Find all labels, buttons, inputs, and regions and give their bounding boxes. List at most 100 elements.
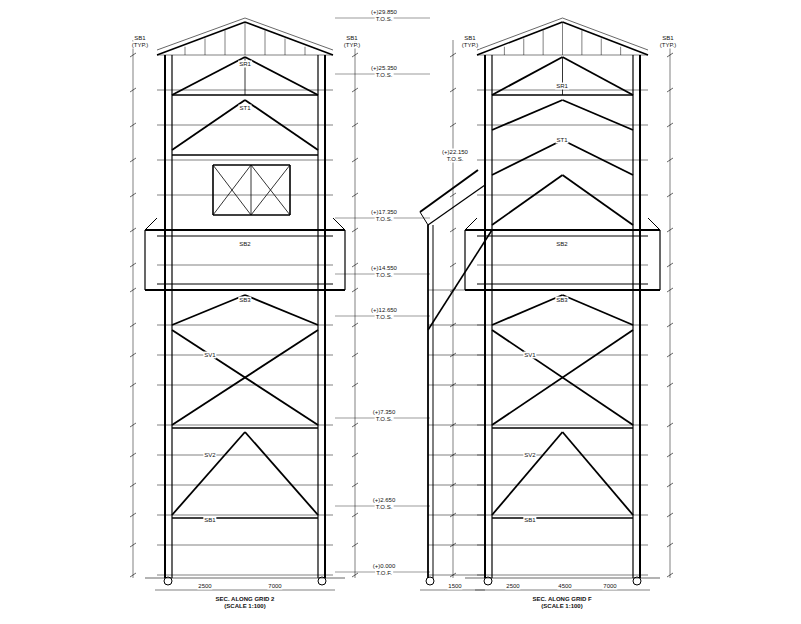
level-mark: T.O.S. <box>446 156 465 163</box>
steel-member <box>428 290 485 291</box>
steel-member <box>157 575 333 576</box>
steel-member <box>145 578 345 579</box>
level-mark: (+)0.000 <box>372 563 397 570</box>
dimension: 1500 <box>447 583 462 590</box>
steel-member <box>157 485 333 486</box>
steel-member <box>477 455 648 456</box>
steel-member <box>563 18 649 50</box>
steel-member <box>563 432 634 515</box>
note: (TYP.) <box>659 42 678 49</box>
steel-member <box>355 40 356 578</box>
member-mark: ST1 <box>555 137 568 144</box>
member-mark: SR1 <box>555 83 569 90</box>
steel-member <box>433 225 434 578</box>
steel-member <box>352 228 358 232</box>
steel-member <box>145 218 157 230</box>
steel-member <box>333 218 345 230</box>
dimension: 7000 <box>267 583 282 590</box>
steel-member <box>492 100 563 130</box>
steel-member <box>157 18 245 50</box>
steel-member <box>352 193 358 197</box>
steel-member <box>130 288 136 292</box>
steel-member <box>130 423 136 427</box>
steel-member <box>352 288 358 292</box>
steel-member <box>352 53 358 57</box>
steel-member <box>251 165 252 215</box>
steel-member <box>667 263 673 267</box>
steel-member <box>428 575 485 576</box>
member-mark: SB1 <box>345 35 358 42</box>
steel-member <box>172 295 245 325</box>
steel-member <box>581 30 582 55</box>
steel-member <box>130 123 136 127</box>
member-mark: SB1 <box>463 35 476 42</box>
steel-member <box>477 385 648 386</box>
level-mark: (+)17.350 <box>370 209 398 216</box>
steel-member <box>352 513 358 517</box>
steel-member <box>212 165 214 215</box>
steel-member <box>450 263 456 267</box>
steel-member <box>130 88 136 92</box>
steel-member <box>157 455 333 456</box>
level-mark: (+)7.350 <box>372 409 397 416</box>
steel-member <box>285 39 286 56</box>
steel-member <box>157 195 333 196</box>
steel-member <box>450 193 456 197</box>
steel-member <box>305 47 306 55</box>
member-mark: SV2 <box>523 452 536 459</box>
steel-member <box>667 193 673 197</box>
member-mark: SB2 <box>238 241 251 248</box>
steel-member <box>475 590 650 591</box>
steel-member <box>427 225 429 578</box>
steel-member <box>632 55 633 578</box>
steel-member <box>144 230 145 290</box>
column-base <box>426 577 434 585</box>
steel-member <box>225 30 226 55</box>
steel-member <box>477 22 563 55</box>
steel-member <box>324 55 326 578</box>
steel-member <box>172 432 245 515</box>
steel-member <box>157 265 333 266</box>
section-title: (SCALE 1:100) <box>540 603 583 610</box>
steel-member <box>428 230 492 330</box>
steel-member <box>171 55 172 578</box>
steel-member <box>157 22 245 55</box>
level-mark: (+)12.650 <box>370 307 398 314</box>
level-mark: T.O.S. <box>375 16 394 23</box>
member-mark: SB3 <box>555 297 568 304</box>
steel-member <box>130 573 136 577</box>
steel-member <box>477 515 648 516</box>
steel-member <box>130 513 136 517</box>
steel-member <box>492 140 563 175</box>
steel-member <box>130 158 136 162</box>
member-mark: SB1 <box>203 517 216 524</box>
steel-member <box>130 383 136 387</box>
steel-member <box>172 154 318 156</box>
steel-member <box>344 230 345 290</box>
steel-member <box>245 22 246 55</box>
steel-member <box>492 295 563 325</box>
steel-member <box>667 88 673 92</box>
member-mark: SV1 <box>523 352 536 359</box>
steel-member <box>477 485 648 486</box>
steel-member <box>543 30 544 55</box>
steel-member <box>172 427 318 429</box>
level-mark: (+)2.650 <box>372 497 397 504</box>
steel-member <box>352 323 358 327</box>
steel-member <box>492 517 633 519</box>
steel-member <box>477 195 648 196</box>
steel-member <box>492 432 563 515</box>
steel-member <box>130 543 136 547</box>
steel-member <box>477 284 648 285</box>
steel-member <box>157 425 333 426</box>
steel-member <box>492 427 633 429</box>
steel-member <box>428 545 485 546</box>
level-mark: T.O.S. <box>375 272 394 279</box>
note: (TYP.) <box>461 42 480 49</box>
member-mark: SB2 <box>555 241 568 248</box>
level-mark: T.O.F. <box>375 570 393 577</box>
member-mark: SR1 <box>238 61 252 68</box>
steel-member <box>352 543 358 547</box>
steel-member <box>157 355 333 356</box>
steel-member <box>477 575 648 576</box>
